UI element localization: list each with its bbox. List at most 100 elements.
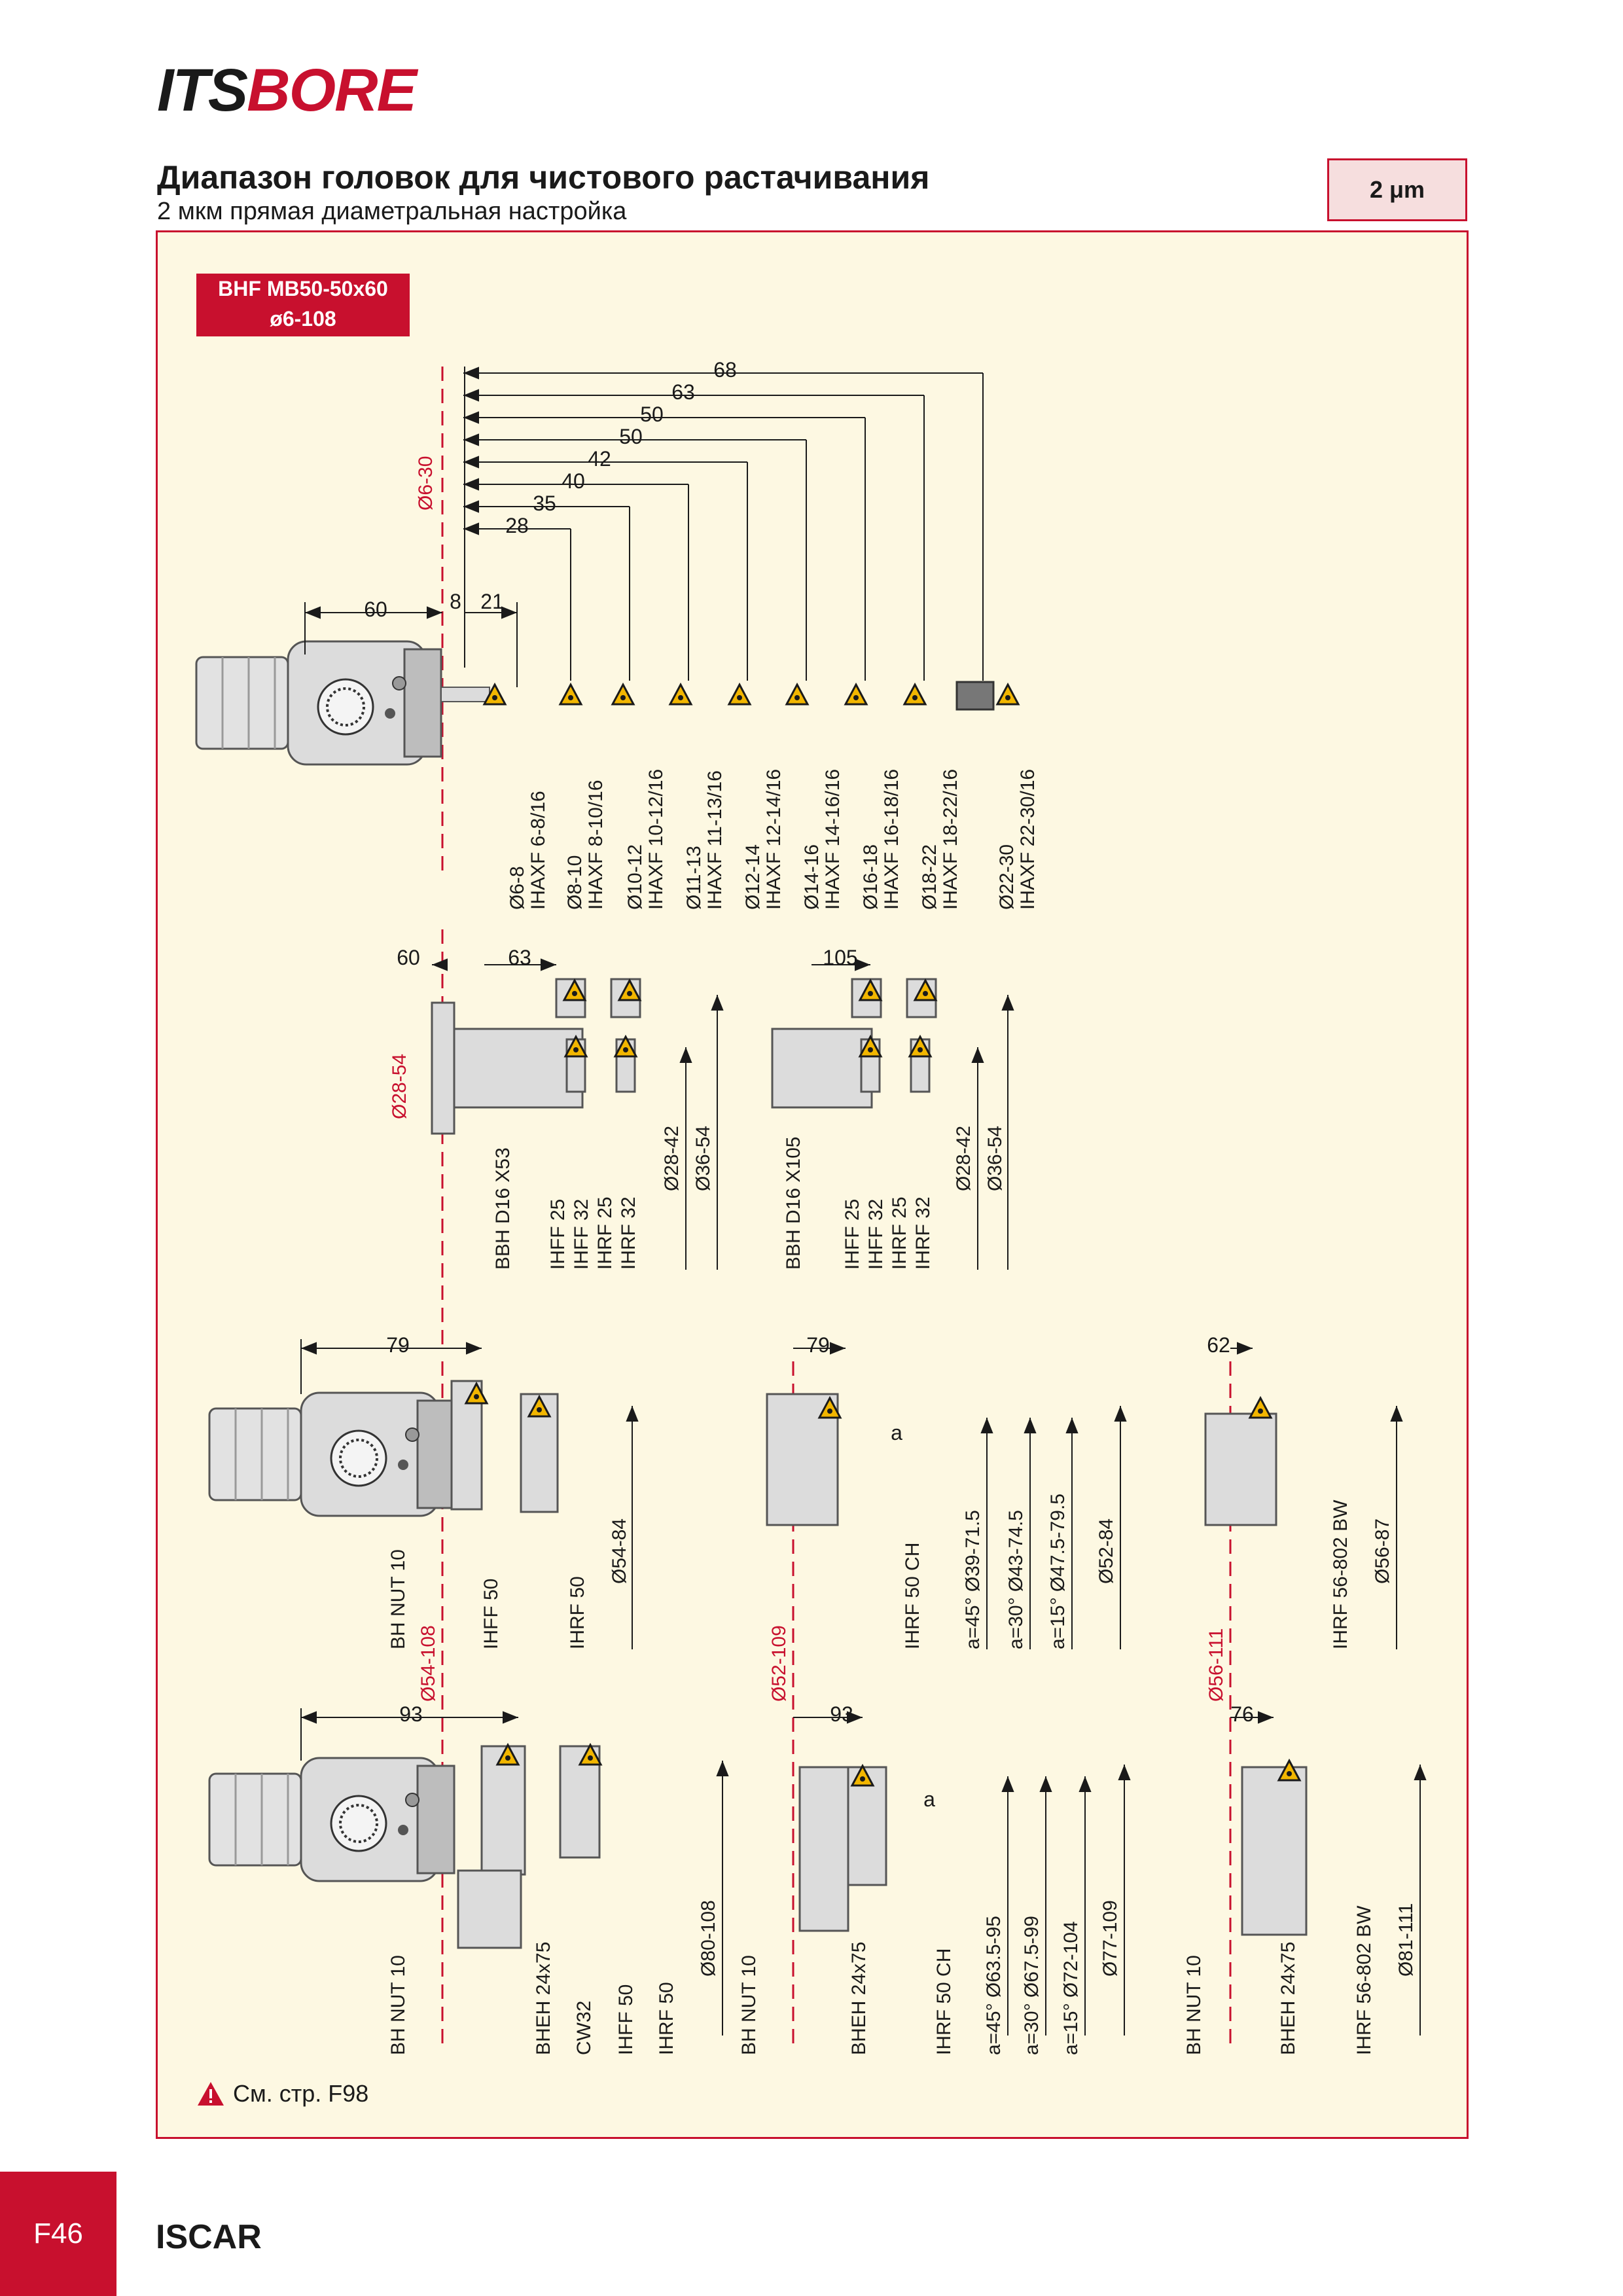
label-bhnut10-3a: BH NUT 10 [387,1549,409,1649]
dim-93b: 93 [830,1702,853,1726]
tool-badge-range: ø6-108 [270,307,336,331]
label-ihrf50-3a: IHRF 50 [567,1576,588,1649]
insert-label-2-dia: Ø8-10 [564,855,586,910]
label-ihrf32-b: IHRF 32 [912,1196,934,1270]
label-ihff25-a: IHFF 25 [547,1199,569,1270]
label-bheh-4c: BHEH 24x75 [1277,1942,1299,2055]
insert-label-9-code: IHAXF 22-30/16 [1017,769,1039,910]
label-ihrf50ch-3b: IHRF 50 CH [902,1543,923,1649]
label-bbh-x105: BBH D16 X105 [783,1137,804,1270]
label-a30-3b: a=30° Ø43-74.5 [1005,1510,1027,1649]
insert-label-4-code: IHAXF 11-13/16 [704,770,726,910]
dim-68: 68 [713,358,737,382]
tool-badge: BHF MB50-50x60 ø6-108 [196,274,410,336]
label-ihrf25-b: IHRF 25 [889,1196,910,1270]
label-cw32: CW32 [573,2001,595,2055]
insert-label-7-dia: Ø16-18 [860,844,882,910]
insert-label-5-code: IHAXF 12-14/16 [763,769,785,910]
dim-60-section2: 60 [397,946,420,969]
insert-icon [1249,1397,1272,1419]
reference-note: См. стр. F98 [196,2080,368,2108]
label-ihrf25-a: IHRF 25 [594,1196,616,1270]
page-title: Диапазон головок для чистового растачива… [157,159,930,196]
dim-8: 8 [450,590,461,613]
label-bhnut10-4c: BH NUT 10 [1183,1955,1205,2055]
label-bhnut10-4a: BH NUT 10 [387,1955,409,2055]
itsbore-logo: ITSBORE [157,60,417,120]
boring-head-3a [208,1391,455,1517]
footer-brand: ISCAR [156,2218,262,2256]
head-face [431,1001,455,1135]
label-bbh-x53: BBH D16 X53 [492,1147,514,1270]
label-bheh-4a: BHEH 24x75 [533,1942,554,2055]
angle-a-3b: a [891,1421,902,1444]
label-ihrf50ch-4b: IHRF 50 CH [933,1948,955,2055]
precision-badge: 2 μm [1327,158,1467,221]
boring-head-1 [195,640,442,766]
label-a45-4b: a=45° Ø63.5-95 [983,1916,1005,2055]
insert-row: Ø6-8 IHAXF 6-8/16 Ø8-10 IHAXF 8-10/16 Ø1… [507,681,1039,910]
label-52-84: Ø52-84 [1096,1518,1117,1584]
warning-icon [198,2082,224,2106]
insert-label-1-dia: Ø6-8 [507,866,528,910]
insert-label-3-code: IHAXF 10-12/16 [645,769,667,910]
dim-28: 28 [505,514,529,537]
range-label-28-54: Ø28-54 [389,1054,410,1119]
dim-63-section2: 63 [508,946,531,969]
insert-label-5-dia: Ø12-14 [742,844,764,910]
label-ihff25-b: IHFF 25 [842,1199,863,1270]
dim-40: 40 [562,469,585,493]
insert-label-4-dia: Ø11-13 [683,846,705,910]
extension-4c [1241,1766,1308,1936]
insert-label-8-code: IHAXF 18-22/16 [940,769,961,910]
label-ihrf56-4c: IHRF 56-802 BW [1353,1905,1375,2055]
dim-79a: 79 [386,1333,410,1357]
range-label-6-30: Ø6-30 [415,456,437,511]
dim-50a: 50 [640,403,664,426]
range-label-56-111: Ø56-111 [1205,1628,1227,1702]
dim-42: 42 [588,447,611,471]
label-ihrf50-4a: IHRF 50 [656,1982,677,2055]
label-a30-4b: a=30° Ø67.5-99 [1021,1916,1043,2055]
insert-label-2-code: IHAXF 8-10/16 [585,780,607,910]
tool-badge-name: BHF MB50-50x60 [218,277,388,300]
insert-label-6-code: IHAXF 14-16/16 [822,769,844,910]
insert-label-6-dia: Ø14-16 [801,844,823,910]
counterweight-cw32 [457,1869,522,1949]
reference-note-text: См. стр. F98 [233,2080,369,2107]
dim-79b: 79 [806,1333,830,1357]
label-bheh-4b: BHEH 24x75 [848,1942,870,2055]
boring-bar-x105 [771,1028,873,1109]
dim-21: 21 [480,590,504,613]
label-28-42-b: Ø28-42 [953,1126,974,1191]
dim-35: 35 [533,492,556,515]
dim-105-section2: 105 [823,946,857,969]
label-a15-3b: a=15° Ø47.5-79.5 [1047,1494,1069,1649]
page-subtitle: 2 мкм прямая диаметральная настройка [157,198,627,225]
label-ihff32-a: IHFF 32 [571,1199,592,1270]
angle-a-4b: a [923,1787,935,1811]
min-boring-bar [440,687,490,702]
label-36-54-a: Ø36-54 [692,1126,714,1191]
dim-50b: 50 [619,425,643,448]
dim-76: 76 [1230,1702,1254,1726]
logo-its-text: ITS [157,57,248,124]
insert-label-8-dia: Ø18-22 [919,844,940,910]
label-36-54-b: Ø36-54 [984,1126,1006,1191]
dim-93a: 93 [399,1702,423,1726]
cartridge-icons [555,978,937,1093]
label-ihff50-4a: IHFF 50 [615,1984,637,2055]
label-80-108: Ø80-108 [698,1900,719,1977]
label-ihff32-b: IHFF 32 [865,1199,887,1270]
boring-head-4a [208,1757,455,1882]
body-3c [1204,1412,1277,1526]
dim-60: 60 [364,598,387,621]
range-label-54-108: Ø54-108 [418,1625,439,1702]
label-ihff50-3a: IHFF 50 [480,1579,502,1649]
insert-label-9-dia: Ø22-30 [996,844,1018,910]
label-a15-4b: a=15° Ø72-104 [1060,1921,1082,2055]
extension-4b [798,1766,849,1932]
insert-label-3-dia: Ø10-12 [624,844,646,910]
dim-62: 62 [1207,1333,1230,1357]
